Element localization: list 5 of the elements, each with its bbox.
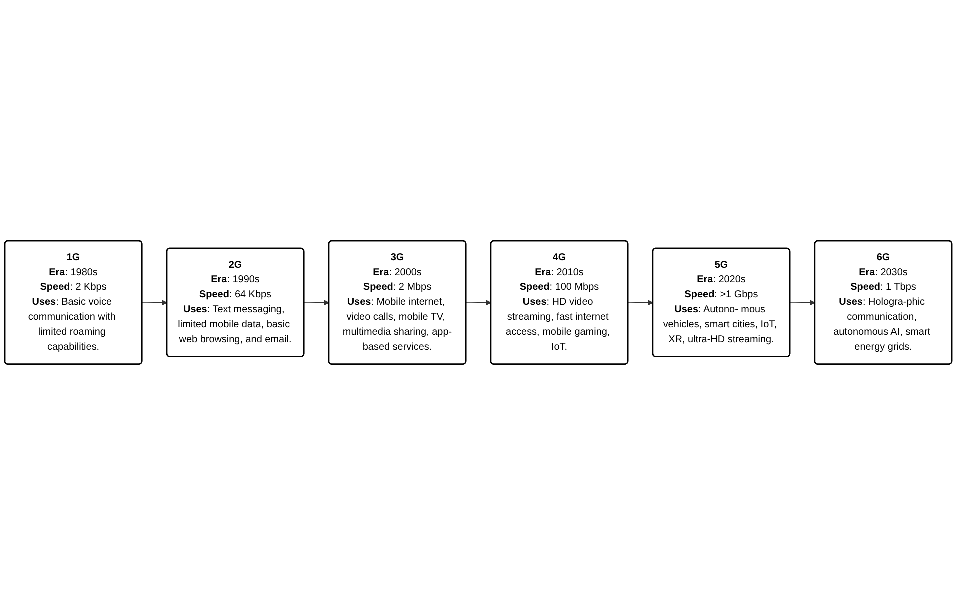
arrow: [790, 300, 816, 306]
arrow: [304, 300, 330, 306]
arrow: [466, 300, 492, 306]
arrow: [628, 300, 654, 306]
arrow: [142, 300, 168, 306]
